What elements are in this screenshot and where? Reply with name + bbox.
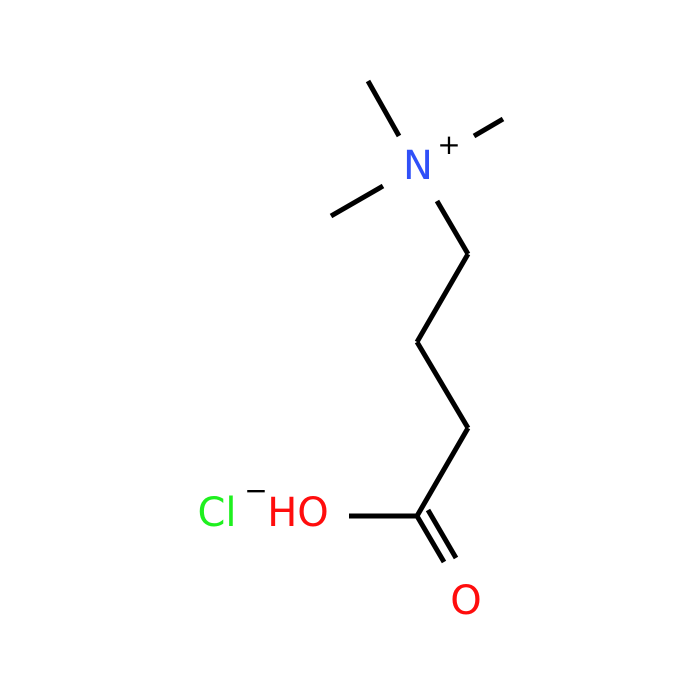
chloride-charge: − [244,474,267,507]
bond-c4-carbonyl-b [425,508,459,560]
carbonyl-oxygen-label: O [450,578,481,624]
bond-n-methyl-top [365,79,402,138]
nitrogen-atom: N + [403,128,461,189]
hydroxyl-label: HO [267,490,329,536]
bond-n-methyl-right [472,116,505,139]
bond-c4-carbonyl-a [414,514,447,564]
bond-n-methyl-left [329,183,385,219]
bond-c3-c4 [414,426,471,518]
bond-c2-c3 [414,340,471,430]
chloride-ion: Cl − [197,474,267,536]
bond-n-c1 [434,199,471,256]
chloride-symbol: Cl [197,490,236,536]
nitrogen-charge: + [437,128,460,161]
bond-c1-c2 [414,252,471,344]
nitrogen-symbol: N [403,143,433,189]
